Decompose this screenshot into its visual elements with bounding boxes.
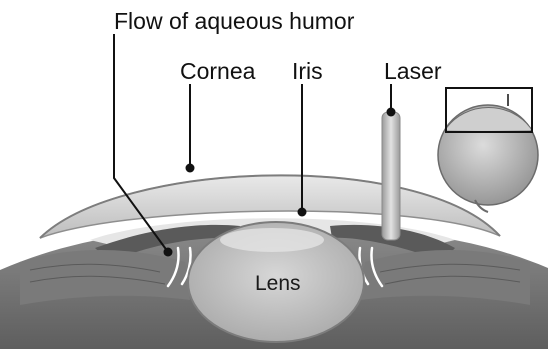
eyeball-inset-icon [438, 88, 538, 212]
flow-pointer-dot [164, 248, 173, 257]
lens-highlight [220, 228, 324, 252]
iris-label: Iris [292, 60, 323, 83]
flow-of-aqueous-humor-label: Flow of aqueous humor [114, 10, 354, 33]
cornea-pointer-dot [186, 164, 195, 173]
cornea-label: Cornea [180, 60, 255, 83]
iris-pointer-dot [298, 208, 307, 217]
lens-label: Lens [255, 273, 301, 294]
laser-probe-icon [382, 112, 400, 240]
laser-label: Laser [384, 60, 442, 83]
